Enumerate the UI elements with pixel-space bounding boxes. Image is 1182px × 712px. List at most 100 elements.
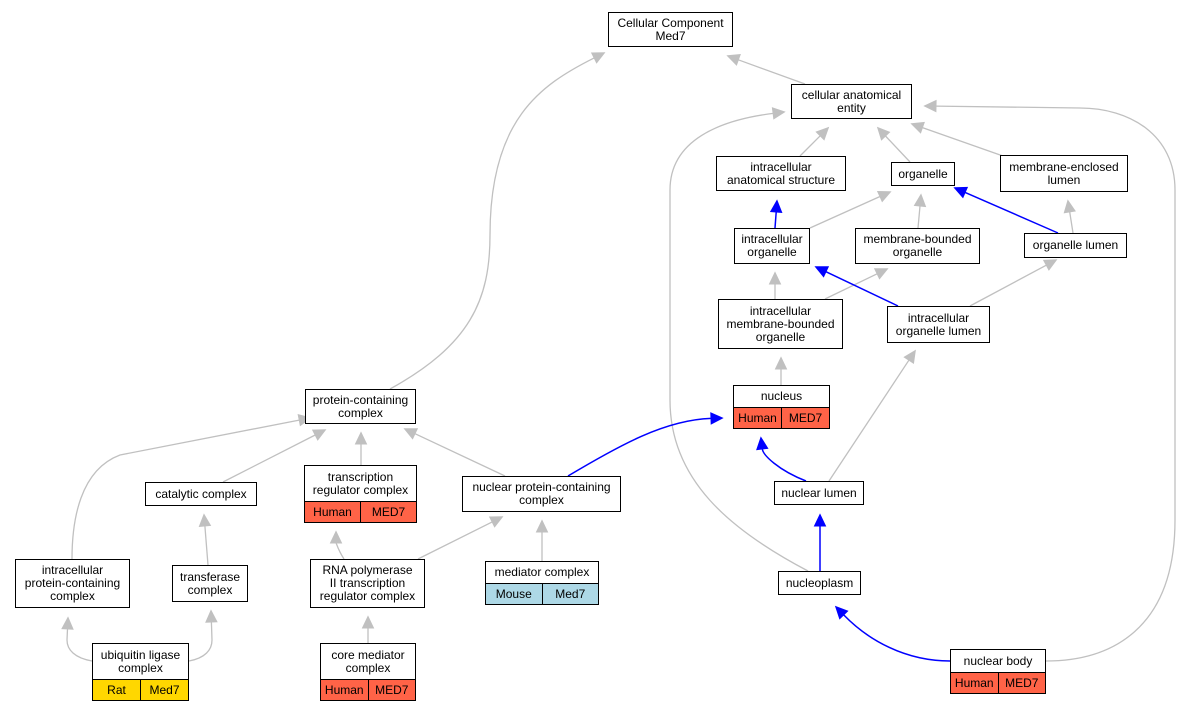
gene-tag: MED7 (781, 408, 829, 428)
node-membrane-enclosed-lumen[interactable]: membrane-enclosed lumen (1000, 155, 1128, 192)
node-label: mediator complex (494, 565, 590, 579)
node-label: membrane-enclosed lumen (1009, 159, 1119, 187)
arrowhead-ol-to-mel (1063, 199, 1076, 214)
edge-trans-to-cat (204, 525, 209, 566)
species-tag: Rat (93, 680, 140, 700)
arrowhead-np-to-nl (813, 513, 827, 527)
arrowhead-nuc-to-imbo (774, 356, 788, 370)
gene-tag: MED7 (997, 673, 1045, 693)
node-ubiquitin-ligase-complex[interactable]: ubiquitin ligase complex Rat Med7 (92, 643, 189, 701)
edge-cae-to-root (738, 59, 806, 85)
node-intracellular-anatomical-structure[interactable]: intracellular anatomical structure (716, 156, 846, 191)
node-intracellular-protein-containing-complex[interactable]: intracellular protein-containing complex (15, 559, 130, 608)
node-cellular-anatomical-entity[interactable]: cellular anatomical entity (791, 84, 912, 119)
node-label: ubiquitin ligase complex (100, 647, 181, 675)
node-intracellular-organelle[interactable]: intracellular organelle (734, 228, 810, 264)
node-core-mediator-complex[interactable]: core mediator complex Human MED7 (320, 643, 416, 701)
arrowhead-org-to-cae (876, 126, 891, 141)
edge-nl-to-nuc (761, 448, 807, 482)
node-nuclear-body[interactable]: nuclear body Human MED7 (950, 649, 1046, 694)
node-rna-polymerase-ii-transcription-regulator-complex[interactable]: RNA polymerase II transcription regulato… (310, 559, 425, 608)
node-label: nuclear protein-containing complex (472, 480, 611, 507)
node-protein-containing-complex[interactable]: protein-containing complex (305, 389, 416, 424)
edge-iol-to-ol (969, 264, 1047, 307)
edge-io-to-ias (774, 211, 777, 229)
edge-mbo-to-org (917, 205, 921, 229)
arrowhead-nl-to-iol (903, 349, 916, 365)
node-intracellular-membrane-bounded-organelle[interactable]: intracellular membrane-bounded organelle (718, 299, 843, 349)
node-label: nucleoplasm (785, 575, 854, 590)
arrowhead-med-to-npc (535, 519, 549, 533)
arrowhead-core-to-rnap (361, 615, 375, 629)
node-nuclear-lumen[interactable]: nuclear lumen (774, 481, 864, 505)
species-tag: Human (951, 673, 998, 693)
edge-nl-to-iol (828, 359, 910, 482)
edge-io-to-org (809, 195, 881, 229)
edge-ol-to-org (964, 191, 1059, 234)
edge-rnap-to-npc (417, 521, 493, 560)
node-label: organelle lumen (1032, 238, 1119, 252)
arrowhead-rnap-to-npc (488, 516, 504, 528)
arrowhead-npc-to-nuc (710, 412, 724, 425)
node-catalytic-complex[interactable]: catalytic complex (145, 482, 257, 506)
gene-tag: MED7 (360, 502, 416, 522)
arrowhead-np-to-cae (771, 107, 786, 120)
edge-rnap-to-trc (335, 542, 345, 560)
node-label: Cellular Component Med7 (617, 15, 724, 43)
edge-nb-to-np (843, 614, 951, 662)
node-label: nucleus (760, 389, 803, 403)
edge-org-to-cae (885, 135, 911, 163)
node-organelle-lumen[interactable]: organelle lumen (1024, 233, 1127, 258)
arrowhead-nb-to-np (834, 605, 849, 620)
node-nucleus[interactable]: nucleus Human MED7 (733, 385, 830, 429)
arrowhead-rnap-to-trc (329, 530, 343, 544)
edge-nb-to-cae (935, 105, 1176, 662)
node-label: protein-containing complex (312, 392, 409, 420)
edge-imbo-to-mbo (824, 273, 878, 300)
species-tag: Human (305, 502, 360, 522)
arrowhead-cae-to-root (726, 54, 741, 66)
species-tag: Mouse (486, 584, 542, 604)
annotation-row: Human MED7 (951, 672, 1045, 693)
arrowhead-trc-to-pcc (354, 431, 368, 445)
edge-ias-to-cae (799, 135, 821, 157)
arrowhead-ubq-to-ipcc (61, 616, 74, 630)
species-tag: Human (321, 680, 368, 700)
node-label: intracellular anatomical structure (726, 159, 836, 187)
arrowhead-imbo-to-mbo (873, 268, 889, 280)
node-label: intracellular protein-containing complex (24, 563, 121, 603)
node-nuclear-protein-containing-complex[interactable]: nuclear protein-containing complex (462, 476, 621, 512)
edge-npc-to-pcc (414, 433, 506, 477)
node-nucleoplasm[interactable]: nucleoplasm (778, 571, 861, 595)
node-intracellular-organelle-lumen[interactable]: intracellular organelle lumen (887, 306, 990, 343)
node-label: intracellular organelle (741, 232, 803, 259)
node-organelle[interactable]: organelle (891, 162, 955, 186)
node-transcription-regulator-complex[interactable]: transcription regulator complex Human ME… (304, 465, 417, 523)
node-transferase-complex[interactable]: transferase complex (172, 565, 248, 602)
arrowhead-iol-to-ol (1042, 259, 1058, 271)
arrowhead-io-to-org (876, 190, 892, 203)
edge-ol-to-mel (1069, 211, 1074, 234)
arrowhead-nl-to-nuc (756, 436, 769, 451)
node-label: RNA polymerase II transcription regulato… (319, 563, 416, 603)
arrowhead-npc-to-pcc (403, 428, 419, 440)
edge-mel-to-cae (922, 126, 1004, 157)
arrowhead-io-to-ias (769, 199, 783, 213)
edge-ubq-to-ipcc (66, 628, 93, 662)
arrowhead-mel-to-cae (910, 121, 925, 134)
species-tag: Human (734, 408, 781, 428)
node-label: organelle (898, 166, 948, 181)
arrowhead-iol-to-io (814, 266, 830, 278)
node-label: intracellular membrane-bounded organelle (726, 303, 835, 344)
node-membrane-bounded-organelle[interactable]: membrane-bounded organelle (855, 228, 980, 264)
arrowhead-ias-to-cae (815, 126, 830, 141)
node-cellular-component-root[interactable]: Cellular Component Med7 (608, 12, 733, 47)
edge-ipcc-to-pcc (71, 419, 300, 560)
annotation-row: Mouse Med7 (486, 583, 598, 604)
edge-cat-to-pcc (222, 434, 316, 483)
node-mediator-complex[interactable]: mediator complex Mouse Med7 (485, 561, 599, 605)
arrowhead-imbo-to-io (768, 271, 782, 285)
node-label: membrane-bounded organelle (863, 232, 972, 259)
gene-tag: MED7 (367, 680, 415, 700)
